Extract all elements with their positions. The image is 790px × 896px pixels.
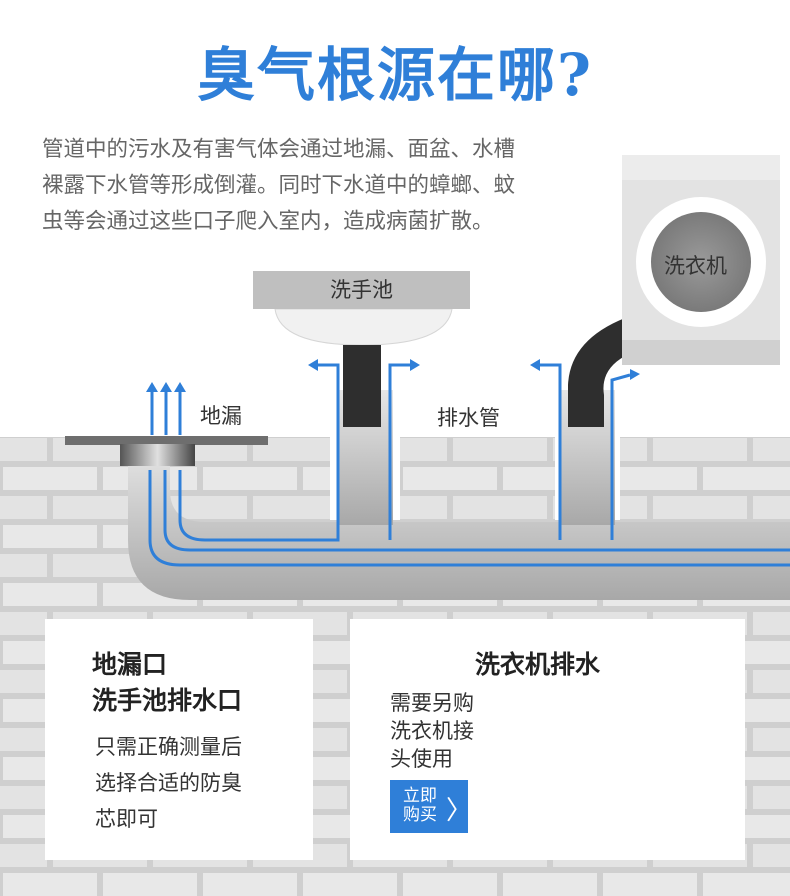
intro-text: 管道中的污水及有害气体会通过地漏、面盆、水槽 裸露下水管等形成倒灌。同时下水道中… — [42, 137, 516, 234]
card1-heading-1: 地漏口 — [92, 650, 168, 679]
sink-label: 洗手池 — [253, 271, 470, 309]
floor-drain-plate — [65, 436, 268, 445]
buy-now-label: 立即购买 — [403, 786, 437, 825]
card1-text-2: 选择合适的防臭 — [95, 771, 242, 795]
sink-basin — [274, 308, 453, 346]
sink-hose — [343, 345, 381, 427]
card2-text-3: 头使用 — [390, 747, 453, 771]
buy-now-button[interactable]: 立即购买 〉 — [390, 780, 472, 833]
floor-drain-label: 地漏 — [200, 404, 242, 428]
card2-text-1: 需要另购 — [390, 691, 474, 715]
page-title: 臭气根源在哪? — [197, 41, 593, 109]
main-pipe — [128, 445, 790, 600]
washer-hose — [568, 318, 625, 427]
card1-heading-2: 洗手池排水口 — [92, 686, 243, 715]
washer-drain-card: 洗衣机排水 需要另购 洗衣机接 头使用 立即购买 〉 — [350, 619, 745, 860]
washer-label: 洗衣机 — [664, 254, 727, 278]
card2-heading: 洗衣机排水 — [475, 650, 601, 679]
floor-drain-arrows — [150, 390, 182, 435]
chevron-right-icon: 〉 — [446, 796, 473, 826]
card1-text-1: 只需正确测量后 — [95, 735, 242, 759]
floor-drain-body — [120, 444, 195, 466]
washer-drum — [651, 212, 751, 312]
flow-arrow-heads — [308, 359, 640, 380]
floor-drain-card: 地漏口 洗手池排水口 只需正确测量后 选择合适的防臭 芯即可 — [45, 619, 313, 860]
flow-lines — [148, 363, 790, 567]
drain-pipe-label: 排水管 — [437, 406, 500, 430]
card1-text-3: 芯即可 — [95, 807, 158, 831]
card2-text-2: 洗衣机接 — [390, 719, 474, 743]
